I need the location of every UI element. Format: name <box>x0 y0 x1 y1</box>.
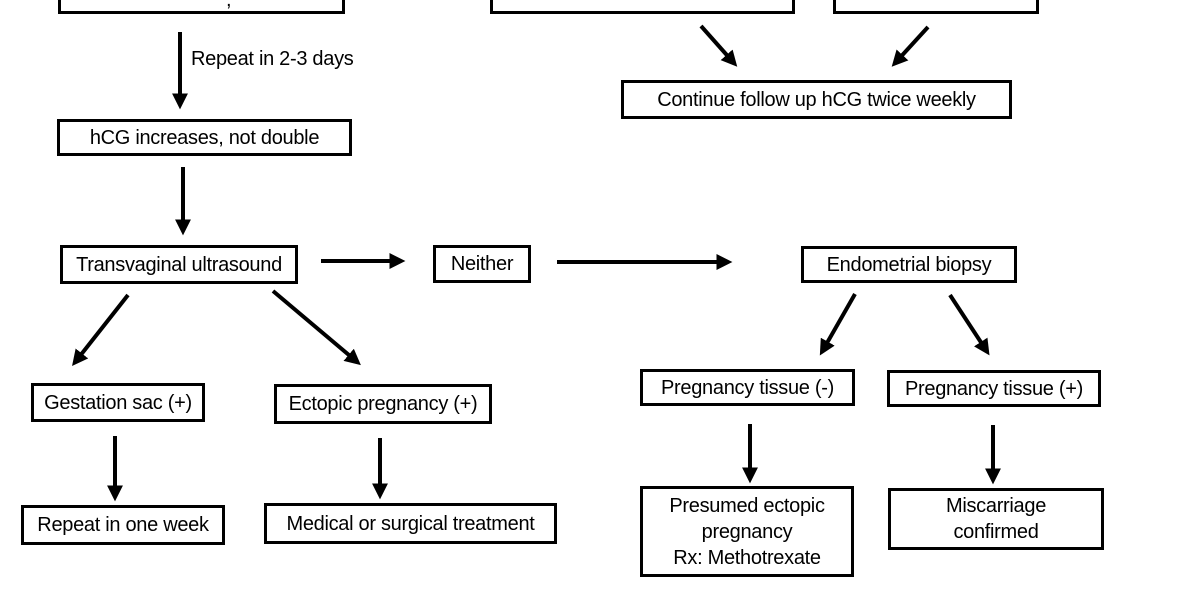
node-miscarriage-confirmed-label: Miscarriage confirmed <box>945 495 1047 543</box>
node-hcg-increases-label: hCG increases, not double <box>89 126 320 149</box>
node-presumed-ectopic: Presumed ectopic pregnancy Rx: Methotrex… <box>640 486 854 577</box>
node-neither-label: Neither <box>450 253 514 275</box>
node-ectopic-pregnancy-label: Ectopic pregnancy (+) <box>288 393 478 415</box>
node-pregnancy-tissue-positive-label: Pregnancy tissue (+) <box>905 377 1083 400</box>
node-initial-text-fragment: , <box>226 0 232 11</box>
node-transvaginal-ultrasound-label: Transvaginal ultrasound <box>76 253 282 276</box>
node-gestation-sac-label: Gestation sac (+) <box>44 391 192 414</box>
node-repeat-one-week: Repeat in one week <box>21 505 225 545</box>
arrow-top-right-to-continue <box>891 25 930 67</box>
node-endometrial-biopsy: Endometrial biopsy <box>801 246 1017 283</box>
node-continue-followup-label: Continue follow up hCG twice weekly <box>657 88 976 111</box>
node-medical-surgical-treatment: Medical or surgical treatment <box>264 503 557 544</box>
node-medical-surgical-treatment-label: Medical or surgical treatment <box>286 512 535 535</box>
node-top-right-cropped <box>833 0 1039 14</box>
arrow-ultrasound-to-ectopic <box>271 289 361 366</box>
node-neither: Neither <box>433 245 531 283</box>
node-repeat-one-week-label: Repeat in one week <box>37 514 209 536</box>
node-transvaginal-ultrasound: Transvaginal ultrasound <box>60 245 298 284</box>
node-ectopic-pregnancy: Ectopic pregnancy (+) <box>274 384 492 424</box>
node-top-middle-cropped <box>490 0 795 14</box>
node-pregnancy-tissue-negative-label: Pregnancy tissue (-) <box>661 376 834 399</box>
node-hcg-increases: hCG increases, not double <box>57 119 352 156</box>
node-presumed-ectopic-label: Presumed ectopic pregnancy Rx: Methotrex… <box>669 494 825 569</box>
node-continue-followup: Continue follow up hCG twice weekly <box>621 80 1012 119</box>
arrow-biopsy-to-tissue-positive <box>948 293 990 356</box>
node-miscarriage-confirmed: Miscarriage confirmed <box>888 488 1104 550</box>
node-endometrial-biopsy-label: Endometrial biopsy <box>826 253 992 276</box>
edge-label-repeat-2-3-days: Repeat in 2-3 days <box>191 48 354 70</box>
node-initial-cropped: , <box>58 0 345 14</box>
node-pregnancy-tissue-positive: Pregnancy tissue (+) <box>887 370 1101 407</box>
node-gestation-sac: Gestation sac (+) <box>31 383 205 422</box>
node-pregnancy-tissue-negative: Pregnancy tissue (-) <box>640 369 855 406</box>
arrow-ultrasound-to-gestation-sac <box>72 293 130 367</box>
arrow-biopsy-to-tissue-negative <box>819 293 857 356</box>
arrow-top-middle-to-continue <box>699 24 738 67</box>
